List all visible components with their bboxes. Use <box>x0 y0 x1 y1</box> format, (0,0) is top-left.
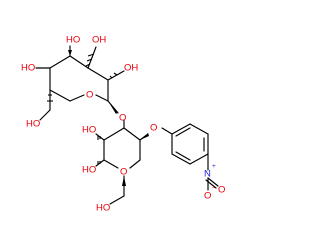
label-ring1-oxygen: O <box>86 90 93 101</box>
label-oh-top-right: OH <box>92 35 106 46</box>
lower-ring-bonds <box>95 119 149 205</box>
upper-ring-bonds <box>35 45 125 121</box>
nitrophenyl-bonds <box>161 123 219 191</box>
label-ring2-oh-bottom: HO <box>96 203 110 214</box>
label-nitro-nitrogen: N <box>204 169 211 180</box>
label-nitro-n-charge: + <box>212 163 216 170</box>
label-ring2-ho-lower: HO <box>82 165 96 176</box>
label-nitro-oxygen-top: O <box>218 185 225 196</box>
label-nitro-o-charge: − <box>212 185 216 192</box>
label-ring2-oxygen: O <box>120 167 127 178</box>
label-ring2-ho: HO <box>82 125 96 136</box>
lower-ring-stereo <box>97 133 149 186</box>
structure-diagram: HO OH HO OH HO O O HO O O HO HO N + O O … <box>21 35 225 214</box>
label-link-oxygen: O <box>119 113 126 124</box>
upper-ring-stereo <box>47 50 118 114</box>
label-oh-top-left: HO <box>66 35 80 46</box>
label-oh-right: OH <box>124 63 138 74</box>
label-aryl-oxygen: O <box>150 123 157 134</box>
label-oh-bottom-left: HO <box>26 119 40 130</box>
atom-labels: HO OH HO OH HO O O HO O O HO HO N + O O … <box>21 35 225 214</box>
label-nitro-oxygen-minus: O <box>204 191 211 202</box>
label-ho-left: HO <box>21 63 35 74</box>
